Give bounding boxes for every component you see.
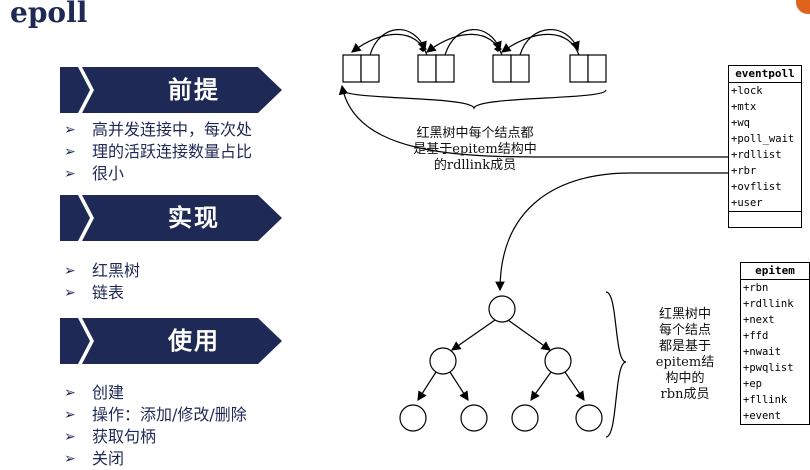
list-node-cell — [510, 54, 530, 83]
tree-nodes — [399, 295, 603, 432]
tree-node — [429, 347, 457, 375]
struct-fields: +rbn +rdllink +next +ffd +nwait +pwqlist… — [741, 280, 809, 425]
list-brace — [342, 89, 607, 110]
page-title: epoll — [10, 0, 88, 29]
linked-list — [342, 54, 607, 83]
eventpoll-struct: eventpoll +lock +mtx +wq +poll_wait +rdl… — [728, 65, 802, 228]
tree-brace — [605, 291, 627, 438]
tree-node — [460, 404, 488, 432]
tree-edges — [417, 319, 585, 402]
struct-fields: +lock +mtx +wq +poll_wait +rdllist +rbr … — [729, 83, 801, 212]
tree-node — [399, 404, 427, 432]
premise-list: 高并发连接中，每次处 理的活跃连接数量占比 很小 — [64, 119, 252, 185]
list-item: 操作：添加/修改/删除 — [64, 404, 247, 426]
struct-name: eventpoll — [729, 66, 801, 83]
list-links — [351, 29, 580, 56]
banner-label: 实现 — [168, 204, 220, 232]
tree-note: 红黑树中 每个结点 都是基于 epitem结 构中的 rbn成员 — [655, 307, 715, 402]
list-node-cell — [360, 54, 380, 83]
impl-list: 红黑树 链表 — [64, 260, 140, 304]
list-node-cell — [492, 54, 512, 83]
list-item: 红黑树 — [64, 260, 140, 282]
list-node-cell — [342, 54, 362, 83]
list-node-cell — [569, 54, 589, 83]
list-item: 链表 — [64, 282, 140, 304]
rdllist-arrow — [338, 84, 730, 158]
list-node-cell — [435, 54, 455, 83]
tree-node — [488, 295, 516, 323]
list-node-cell — [417, 54, 437, 83]
corner-accent — [796, 0, 810, 14]
link-diamonds — [419, 46, 502, 52]
tree-node — [511, 404, 539, 432]
banner-label: 前提 — [168, 76, 220, 104]
list-item: 高并发连接中，每次处 — [64, 119, 252, 141]
list-item: 很小 — [64, 163, 252, 185]
list-item: 理的活跃连接数量占比 — [64, 141, 252, 163]
tree-node — [575, 404, 603, 432]
list-item: 创建 — [64, 382, 247, 404]
banner-label: 使用 — [168, 327, 220, 355]
banner-usage: 使用 — [60, 318, 282, 364]
list-node-cell — [587, 54, 607, 83]
epoll-diagram — [338, 29, 730, 438]
banner-impl: 实现 — [60, 195, 282, 241]
list-note: 红黑树中每个结点都 是基于epitem结构中 的rdllink成员 — [413, 126, 537, 173]
epitem-struct: epitem +rbn +rdllink +next +ffd +nwait +… — [740, 262, 810, 425]
struct-name: epitem — [741, 263, 809, 280]
tree-node — [544, 347, 572, 375]
rbr-arrow — [495, 172, 730, 292]
list-item: 获取句柄 — [64, 426, 247, 448]
banner-premise: 前提 — [60, 67, 282, 113]
